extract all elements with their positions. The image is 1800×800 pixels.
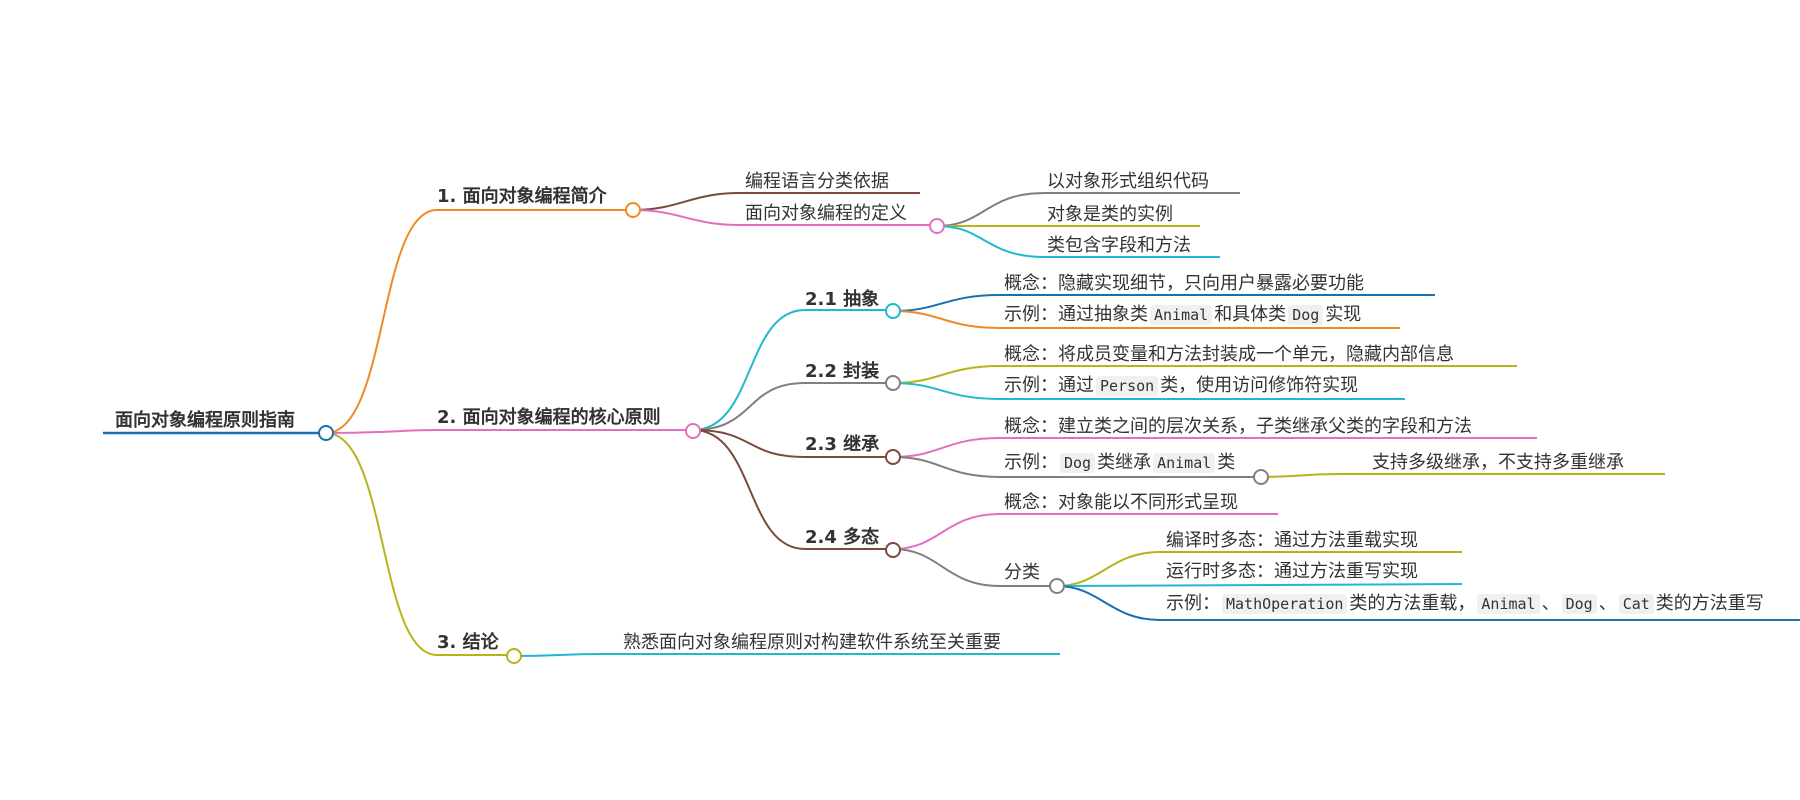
- text-segment: 类的方法重写: [1655, 593, 1764, 614]
- knob-abstraction[interactable]: [885, 303, 901, 319]
- inheritance-note[interactable]: 支持多级继承，不支持多重继承: [1372, 452, 1624, 473]
- sub-polymorphism[interactable]: 2.4 多态: [805, 527, 880, 548]
- root-node[interactable]: 面向对象编程原则指南: [115, 410, 295, 431]
- link-inh-note: [1260, 473, 1665, 478]
- knob-polymorphism[interactable]: [885, 542, 901, 558]
- abstraction-concept[interactable]: 概念：隐藏实现细节，只向用户暴露必要功能: [1004, 273, 1364, 294]
- code-animal: Animal: [1477, 594, 1540, 614]
- knob-encapsulation[interactable]: [885, 375, 901, 391]
- sub-abstraction[interactable]: 2.1 抽象: [805, 289, 880, 310]
- link-core-inheritance: [692, 429, 892, 458]
- link-core-encapsulation: [692, 382, 892, 431]
- link-conclusion-text: [513, 653, 1060, 657]
- branch-conclusion[interactable]: 3. 结论: [437, 632, 499, 653]
- knob-conclusion[interactable]: [506, 648, 522, 664]
- link-root-intro: [325, 209, 632, 434]
- link-inh-example: [892, 456, 1260, 478]
- knob-inheritance[interactable]: [885, 449, 901, 465]
- link-abs-example: [892, 310, 1400, 329]
- link-cat-example: [1056, 585, 1800, 621]
- inheritance-concept[interactable]: 概念：建立类之间的层次关系，子类继承父类的字段和方法: [1004, 416, 1472, 437]
- link-cat-compile: [1056, 551, 1462, 587]
- link-inh-concept: [892, 437, 1537, 458]
- sub-inheritance[interactable]: 2.3 继承: [805, 434, 880, 455]
- intro-definition[interactable]: 面向对象编程的定义: [745, 203, 907, 224]
- link-enc-concept: [892, 365, 1517, 384]
- knob-inheritance-example[interactable]: [1253, 469, 1269, 485]
- polymorphism-concept[interactable]: 概念：对象能以不同形式呈现: [1004, 492, 1238, 513]
- conclusion-text[interactable]: 熟悉面向对象编程原则对构建软件系统至关重要: [623, 632, 1001, 653]
- code-dog: Dog: [1561, 594, 1597, 614]
- category-compile-time[interactable]: 编译时多态：通过方法重载实现: [1166, 530, 1418, 551]
- category-runtime[interactable]: 运行时多态：通过方法重写实现: [1166, 561, 1418, 582]
- text-segment: 实现: [1325, 304, 1362, 325]
- knob-intro[interactable]: [625, 202, 641, 218]
- link-enc-example: [892, 382, 1405, 400]
- code-person: Person: [1096, 376, 1159, 396]
- intro-basis[interactable]: 编程语言分类依据: [745, 171, 889, 192]
- knob-root[interactable]: [318, 425, 334, 441]
- link-intro-definition: [632, 209, 936, 226]
- link-def-3: [936, 225, 1220, 258]
- text-segment: 类继承: [1097, 452, 1152, 473]
- link-def-1: [936, 192, 1240, 227]
- code-cat: Cat: [1618, 594, 1654, 614]
- text-segment: 示例：通过抽象类: [1004, 304, 1148, 325]
- code-mathoperation: MathOperation: [1222, 594, 1348, 614]
- polymorphism-categories[interactable]: 分类: [1004, 562, 1040, 583]
- knob-definition[interactable]: [929, 218, 945, 234]
- definition-item-2[interactable]: 对象是类的实例: [1047, 204, 1173, 225]
- definition-item-1[interactable]: 以对象形式组织代码: [1047, 171, 1209, 192]
- link-poly-categories: [892, 548, 1056, 587]
- link-abs-concept: [892, 294, 1435, 312]
- code-dog: Dog: [1060, 453, 1096, 473]
- branch-intro[interactable]: 1. 面向对象编程简介: [437, 186, 607, 207]
- sub-encapsulation[interactable]: 2.2 封装: [805, 361, 880, 382]
- text-segment: 示例：: [1166, 593, 1220, 614]
- text-segment: 、: [1598, 593, 1617, 614]
- text-segment: 、: [1541, 593, 1560, 614]
- knob-core[interactable]: [685, 423, 701, 439]
- definition-item-3[interactable]: 类包含字段和方法: [1047, 235, 1191, 256]
- link-core-abstraction: [692, 309, 892, 431]
- code-animal: Animal: [1150, 305, 1213, 325]
- link-core-polymorphism: [692, 429, 892, 550]
- link-cat-runtime: [1056, 583, 1463, 587]
- knob-categories[interactable]: [1049, 578, 1065, 594]
- text-segment: 示例：通过: [1004, 375, 1094, 396]
- link-poly-concept: [892, 513, 1278, 550]
- text-segment: 类: [1217, 452, 1236, 473]
- link-intro-basis: [632, 192, 920, 211]
- text-segment: 类，使用访问修饰符实现: [1160, 375, 1359, 396]
- text-segment: 和具体类: [1214, 304, 1287, 325]
- link-root-conclusion: [325, 432, 513, 656]
- code-animal: Animal: [1153, 453, 1216, 473]
- text-segment: 类的方法重载，: [1349, 593, 1476, 614]
- link-root-core: [325, 429, 692, 434]
- branch-core[interactable]: 2. 面向对象编程的核心原则: [437, 407, 661, 428]
- encapsulation-concept[interactable]: 概念：将成员变量和方法封装成一个单元，隐藏内部信息: [1004, 344, 1454, 365]
- text-segment: 示例：: [1004, 452, 1058, 473]
- code-dog: Dog: [1288, 305, 1324, 325]
